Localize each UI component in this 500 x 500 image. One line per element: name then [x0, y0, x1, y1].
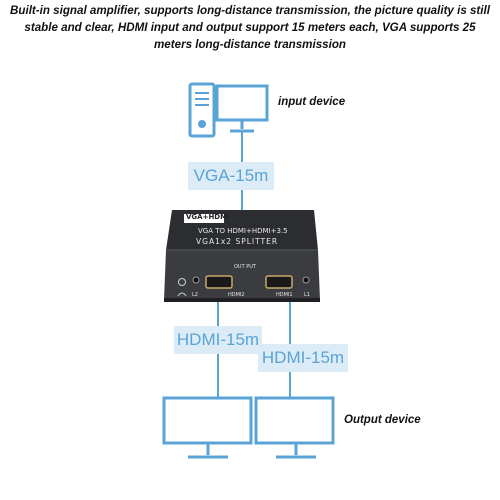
output-monitor-right-icon: [254, 396, 335, 459]
vga-cable-tag: VGA-15m: [188, 162, 274, 190]
device-spec-line-1: VGA TO HDMI+HDMI+3.5: [198, 227, 288, 235]
hdmi-right-cable-tag: HDMI-15m: [258, 344, 348, 372]
input-computer-icon: [188, 82, 269, 138]
output-monitor-left-icon: [162, 396, 253, 459]
hdmi-left-cable-tag: HDMI-15m: [174, 326, 262, 354]
headline-line-1: Built-in signal amplifier, supports long…: [10, 4, 490, 17]
port-label-l1: L1: [304, 292, 310, 298]
port-label-l2: L2: [192, 292, 198, 298]
device-logo: VGA+HDMI: [186, 213, 230, 221]
headline-line-2: stable and clear, HDMI input and output …: [24, 21, 476, 34]
headline: Built-in signal amplifier, supports long…: [4, 2, 496, 53]
input-device-label: input device: [278, 96, 346, 108]
headline-line-3: meters long-distance transmission: [154, 38, 346, 51]
port-label-hdmi2: HDMI2: [228, 292, 245, 298]
port-label-hdmi1: HDMI1: [276, 292, 293, 298]
splitter-device: [164, 210, 320, 302]
device-output-title: OUT PUT: [234, 264, 256, 270]
output-device-label: Output device: [344, 414, 421, 426]
device-spec-line-2: VGA1x2 SPLITTER: [196, 237, 279, 246]
